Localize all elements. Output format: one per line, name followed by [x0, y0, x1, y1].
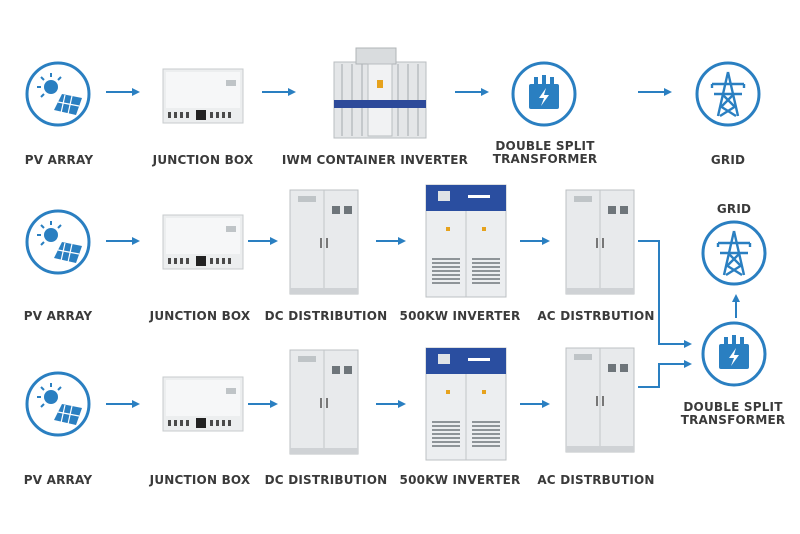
solar-panel-sun-icon [25, 209, 91, 275]
label-r1-transformer: DOUBLE SPLIT TRANSFORMER [492, 139, 598, 166]
label-r2-pv-array: PV ARRAY [23, 309, 93, 323]
inverter-cabinet-icon [425, 184, 507, 298]
power-tower-icon-row1 [695, 61, 761, 127]
connector-r3-to-transformer [638, 360, 692, 388]
transformer-icon-shared [701, 321, 767, 387]
label-r3-ac-distribution: AC DISTRBUTION [537, 473, 655, 487]
distribution-cabinet-icon [565, 189, 635, 295]
junction-box-icon [162, 214, 244, 270]
container-inverter-icon [333, 47, 427, 139]
connector-r2-to-transformer [638, 240, 692, 348]
label-r2-dc-distribution: DC DISTRIBUTION [264, 309, 388, 323]
label-r1-grid: GRID [710, 153, 746, 167]
label-r1-junction-box: JUNCTION BOX [152, 153, 254, 167]
label-shared-transformer: DOUBLE SPLIT TRANSFORMER [680, 400, 786, 427]
junction-box-icon [162, 68, 244, 124]
solar-panel-sun-icon [25, 61, 91, 127]
distribution-cabinet-icon [565, 347, 635, 453]
transformer-icon-row1 [511, 61, 577, 127]
label-r2-inverter: 500KW INVERTER [399, 309, 521, 323]
label-shared-grid: GRID [716, 202, 752, 216]
label-r3-junction-box: JUNCTION BOX [149, 473, 251, 487]
power-tower-icon-shared [701, 220, 767, 286]
label-r2-ac-distribution: AC DISTRBUTION [537, 309, 655, 323]
label-r1-container-inverter: IWM CONTAINER INVERTER [281, 153, 469, 167]
inverter-cabinet-icon [425, 347, 507, 461]
label-r3-inverter: 500KW INVERTER [399, 473, 521, 487]
junction-box-icon [162, 376, 244, 432]
distribution-cabinet-icon [289, 189, 359, 295]
label-r2-junction-box: JUNCTION BOX [149, 309, 251, 323]
distribution-cabinet-icon [289, 349, 359, 455]
label-r1-pv-array: PV ARRAY [24, 153, 94, 167]
label-r3-dc-distribution: DC DISTRIBUTION [264, 473, 388, 487]
label-r3-pv-array: PV ARRAY [23, 473, 93, 487]
solar-panel-sun-icon [25, 371, 91, 437]
